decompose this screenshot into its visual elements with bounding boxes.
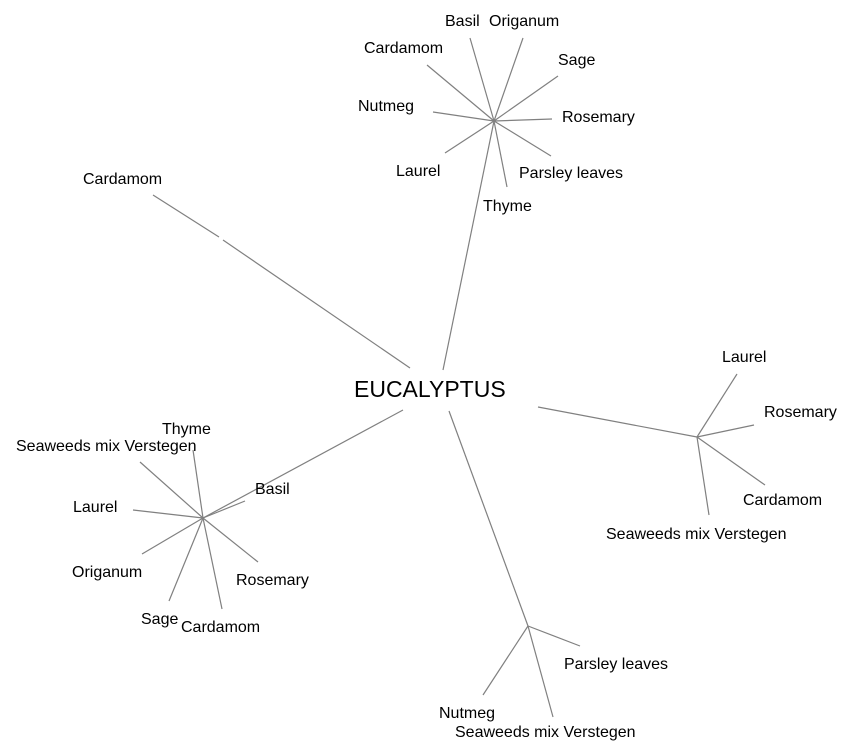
leaf-label: Cardamom bbox=[743, 492, 822, 509]
edge-root-right bbox=[537, 406, 698, 438]
leaf-label: Cardamom bbox=[364, 40, 443, 57]
edge-root-left-cardamom-a bbox=[222, 239, 411, 369]
leaf-label: Basil bbox=[255, 481, 290, 498]
edge-bl-basil bbox=[202, 500, 246, 519]
right-cluster-labels: Laurel Rosemary Cardamom Seaweeds mix Ve… bbox=[606, 349, 837, 543]
edge-bottom-seaweeds bbox=[527, 625, 554, 718]
edge-top-sage bbox=[493, 75, 559, 122]
edges bbox=[132, 37, 766, 718]
edge-top-laurel bbox=[444, 120, 495, 154]
edge-bl-rosemary bbox=[202, 517, 259, 563]
bottom-cluster-labels: Parsley leaves Nutmeg Seaweeds mix Verst… bbox=[439, 656, 668, 741]
leaf-label: Sage bbox=[141, 611, 178, 628]
leaf-label: Origanum bbox=[72, 564, 142, 581]
leaf-label: Origanum bbox=[489, 13, 559, 30]
leaf-label: Laurel bbox=[396, 163, 440, 180]
edge-top-thyme bbox=[493, 120, 508, 188]
edge-bl-origanum bbox=[141, 517, 204, 555]
edge-bl-thyme bbox=[192, 449, 204, 519]
leaf-label: Rosemary bbox=[764, 404, 837, 421]
leaf-label: Thyme bbox=[483, 198, 532, 215]
leaf-label: Seaweeds mix Verstegen bbox=[606, 526, 787, 543]
edge-top-cardamom bbox=[426, 64, 495, 122]
leaf-label: Seaweeds mix Verstegen bbox=[16, 438, 197, 455]
edge-top-nutmeg bbox=[432, 111, 495, 122]
leaf-label: Nutmeg bbox=[439, 705, 495, 722]
bottom-left-cluster-labels: Thyme Seaweeds mix Verstegen Basil Laure… bbox=[16, 421, 309, 636]
edge-root-bottom-left bbox=[202, 409, 404, 519]
leaf-label: Sage bbox=[558, 52, 595, 69]
leaf-label: Seaweeds mix Verstegen bbox=[455, 724, 636, 741]
leaf-label: Rosemary bbox=[236, 572, 309, 589]
edge-right-rosemary bbox=[696, 424, 755, 438]
leaf-label: Rosemary bbox=[562, 109, 635, 126]
top-cluster-labels: Basil Origanum Cardamom Sage Nutmeg Rose… bbox=[358, 13, 635, 215]
edge-bl-sage bbox=[168, 517, 204, 602]
leaf-label: Cardamom bbox=[83, 171, 162, 188]
root-label: EUCALYPTUS bbox=[354, 376, 506, 402]
leaf-label: Parsley leaves bbox=[519, 165, 623, 182]
left-cluster-labels: Cardamom bbox=[83, 171, 162, 188]
leaf-label: Cardamom bbox=[181, 619, 260, 636]
edge-bl-seaweeds bbox=[139, 461, 204, 519]
edge-bl-cardamom bbox=[202, 517, 223, 610]
leaf-label: Laurel bbox=[73, 499, 117, 516]
edge-right-cardamom bbox=[696, 436, 766, 486]
leaf-label: Nutmeg bbox=[358, 98, 414, 115]
edge-right-seaweeds bbox=[696, 436, 710, 516]
leaf-label: Thyme bbox=[162, 421, 211, 438]
edge-bottom-parsley bbox=[527, 625, 581, 647]
leaf-label: Laurel bbox=[722, 349, 766, 366]
leaf-label: Basil bbox=[445, 13, 480, 30]
edge-bl-laurel bbox=[132, 509, 204, 519]
edge-bottom-nutmeg bbox=[482, 625, 529, 696]
edge-root-bottom bbox=[448, 410, 529, 627]
edge-top-origanum bbox=[493, 37, 524, 122]
edge-root-left-cardamom-b bbox=[152, 194, 220, 238]
edge-root-top bbox=[442, 120, 495, 371]
edge-top-parsley bbox=[493, 120, 552, 157]
edge-top-rosemary bbox=[493, 118, 553, 122]
leaf-label: Parsley leaves bbox=[564, 656, 668, 673]
edge-right-laurel bbox=[696, 373, 738, 438]
edge-top-basil bbox=[469, 37, 495, 122]
